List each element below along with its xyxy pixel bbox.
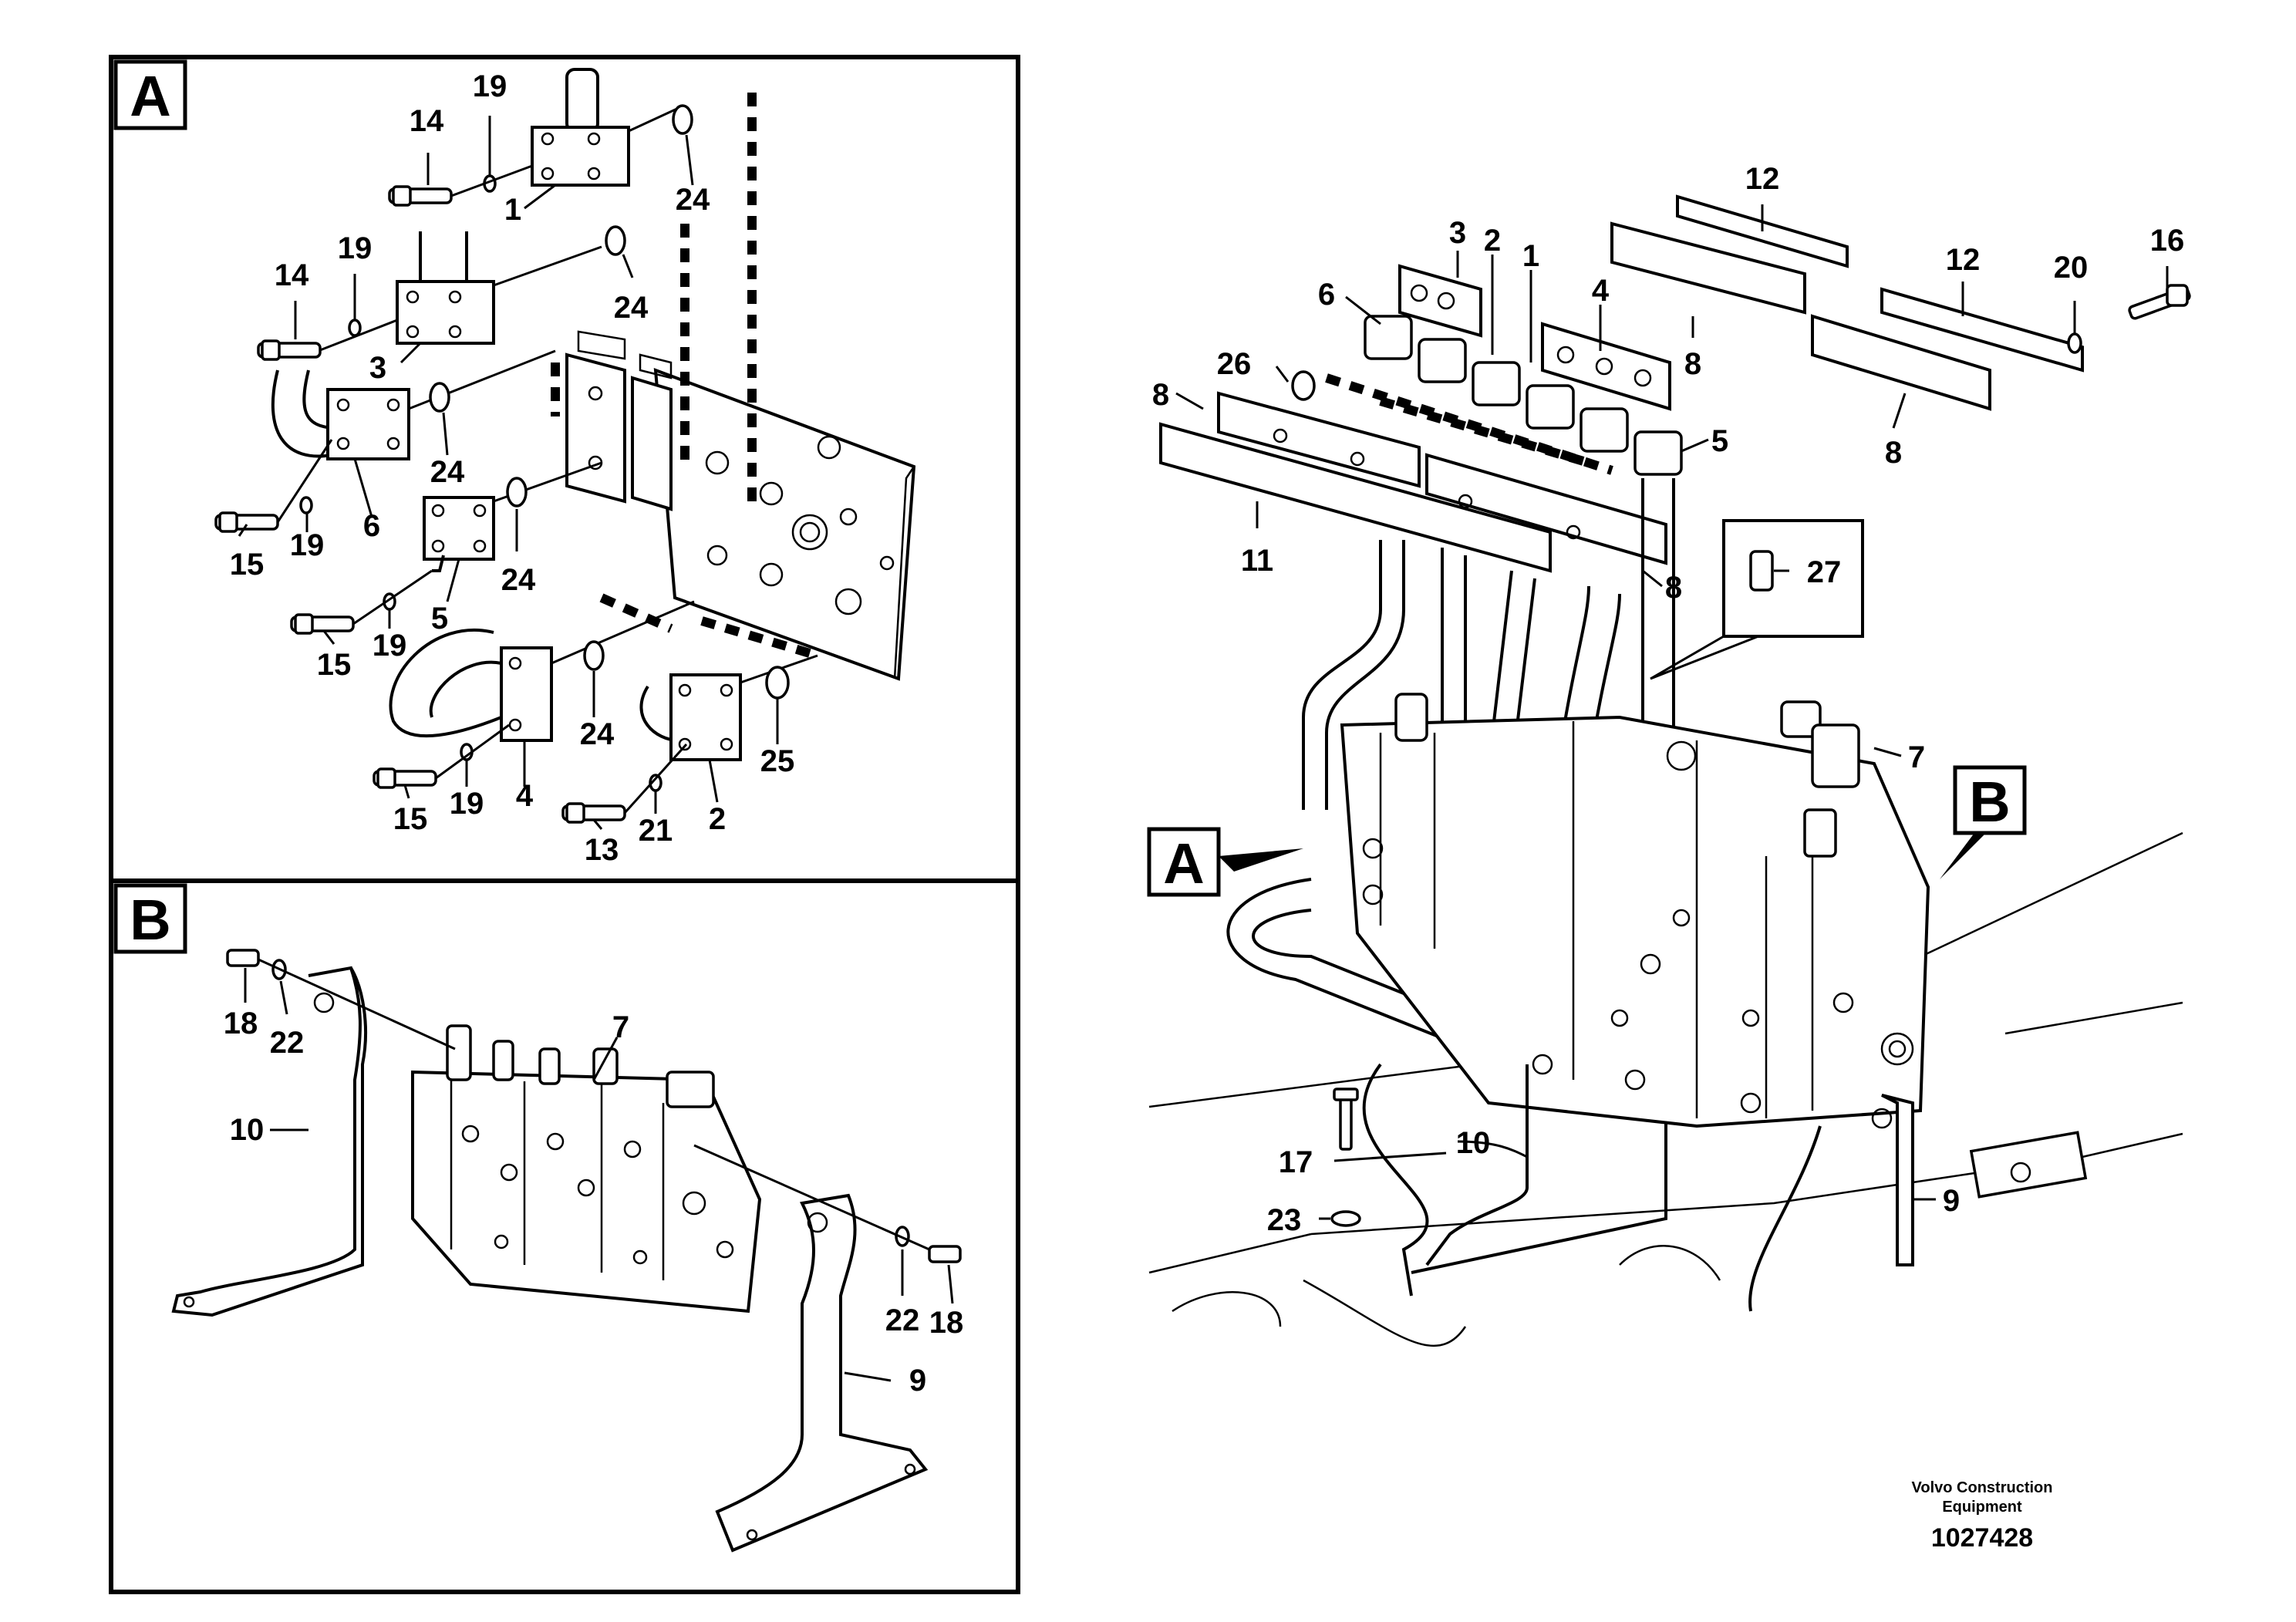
callout-23: 23 bbox=[1267, 1203, 1302, 1237]
brand-line-1: Volvo Construction bbox=[1912, 1479, 2053, 1496]
callout-19: 19 bbox=[338, 231, 373, 265]
flange-4 bbox=[389, 600, 695, 742]
callout-12: 12 bbox=[1946, 243, 1981, 277]
brand-line-2: Equipment bbox=[1942, 1499, 2022, 1516]
callout-20: 20 bbox=[2054, 251, 2089, 285]
flange-6 bbox=[271, 349, 556, 460]
callout-2: 2 bbox=[709, 802, 726, 836]
bracket-10 bbox=[171, 966, 367, 1317]
pointer-box-b: B bbox=[1940, 765, 2027, 879]
callouts-main: 12 12 16 20 3 2 1 4 6 26 8 8 8 5 11 8 27… bbox=[1152, 162, 2184, 1237]
callout-10: 10 bbox=[230, 1113, 265, 1147]
callout-24: 24 bbox=[676, 183, 710, 217]
callout-6: 6 bbox=[1318, 278, 1335, 312]
leaders-main bbox=[1175, 204, 2169, 1220]
main-assembly: A B bbox=[1147, 162, 2191, 1347]
panel-b-letter: B bbox=[130, 888, 170, 952]
callout-1: 1 bbox=[504, 193, 521, 227]
callout-19: 19 bbox=[450, 787, 484, 821]
callout-16: 16 bbox=[2150, 224, 2185, 258]
callout-7: 7 bbox=[612, 1010, 629, 1044]
callouts-panel-b: 18 22 7 10 22 18 9 bbox=[224, 1007, 964, 1398]
callout-19: 19 bbox=[473, 69, 507, 103]
bolt-17-washer-23 bbox=[1330, 1088, 1361, 1227]
control-valve-7 bbox=[411, 1024, 762, 1313]
callout-24: 24 bbox=[430, 455, 465, 489]
callout-4: 4 bbox=[516, 779, 534, 813]
control-valve-7-main bbox=[1340, 693, 1930, 1129]
pointer-box-a: A bbox=[1147, 827, 1303, 897]
detail-box-27 bbox=[1650, 519, 1864, 680]
callout-19: 19 bbox=[290, 528, 325, 562]
callout-8: 8 bbox=[1152, 378, 1169, 412]
bracket-9 bbox=[715, 1193, 929, 1553]
callout-11: 11 bbox=[1241, 544, 1273, 578]
callout-10: 10 bbox=[1456, 1126, 1491, 1160]
callout-21: 21 bbox=[639, 814, 673, 848]
callout-22: 22 bbox=[885, 1303, 920, 1337]
leaders-panel-b bbox=[244, 968, 954, 1382]
pointer-b-letter: B bbox=[1969, 770, 2010, 834]
callout-24: 24 bbox=[580, 717, 615, 751]
callout-24: 24 bbox=[501, 563, 536, 597]
callout-8: 8 bbox=[1665, 571, 1682, 605]
callout-5: 5 bbox=[431, 602, 448, 636]
callout-9: 9 bbox=[1943, 1184, 1960, 1218]
solenoid-fittings bbox=[1291, 315, 1683, 476]
bolts-panel-a bbox=[214, 164, 688, 824]
callout-14: 14 bbox=[410, 104, 444, 138]
flange-1 bbox=[531, 68, 693, 187]
callout-1: 1 bbox=[1522, 239, 1539, 273]
callout-17: 17 bbox=[1279, 1145, 1313, 1179]
gasket-block-1 bbox=[565, 330, 626, 504]
detail-panel-b: B bbox=[109, 878, 1020, 1594]
panel-a-letter: A bbox=[130, 64, 170, 128]
callout-12: 12 bbox=[1745, 162, 1780, 196]
pointer-a-letter: A bbox=[1163, 831, 1204, 895]
callout-27: 27 bbox=[1807, 555, 1842, 589]
callout-3: 3 bbox=[1449, 216, 1466, 250]
callout-5: 5 bbox=[1711, 424, 1728, 458]
callout-14: 14 bbox=[275, 258, 309, 292]
callout-26: 26 bbox=[1217, 347, 1252, 381]
callout-9: 9 bbox=[909, 1364, 926, 1398]
callout-13: 13 bbox=[585, 833, 619, 867]
clamp-bars bbox=[1159, 194, 2084, 573]
leaders-panel-a bbox=[238, 116, 779, 830]
callout-15: 15 bbox=[317, 648, 352, 682]
flange-3 bbox=[396, 225, 626, 345]
callout-8: 8 bbox=[1684, 347, 1701, 381]
callout-4: 4 bbox=[1592, 274, 1610, 308]
callout-18: 18 bbox=[224, 1007, 258, 1040]
flange-2 bbox=[639, 654, 818, 761]
bolt-16-washer-20 bbox=[2067, 284, 2191, 354]
callouts-panel-a: 14 19 1 24 14 19 24 3 24 15 19 6 24 15 1… bbox=[230, 69, 795, 867]
callout-15: 15 bbox=[393, 802, 428, 836]
document-number: 1027428 bbox=[1931, 1523, 2033, 1553]
flange-5 bbox=[423, 461, 602, 572]
detail-panel-a: A bbox=[109, 55, 1020, 883]
fasteners-panel-b bbox=[226, 949, 962, 1263]
callout-24: 24 bbox=[614, 291, 649, 325]
callout-3: 3 bbox=[369, 351, 386, 385]
callout-25: 25 bbox=[760, 744, 795, 778]
callout-22: 22 bbox=[270, 1026, 305, 1060]
callout-8: 8 bbox=[1885, 436, 1902, 470]
plates-3-4 bbox=[1398, 264, 1671, 411]
brackets-main bbox=[1425, 1064, 1914, 1266]
callout-19: 19 bbox=[373, 629, 407, 663]
callout-15: 15 bbox=[230, 548, 265, 582]
valve-plate bbox=[653, 368, 916, 681]
callout-2: 2 bbox=[1484, 224, 1501, 258]
callout-6: 6 bbox=[363, 509, 380, 543]
callout-18: 18 bbox=[929, 1306, 964, 1340]
gasket-block-2 bbox=[631, 353, 673, 511]
callout-7: 7 bbox=[1908, 740, 1925, 774]
branding: Volvo Construction Equipment 1027428 bbox=[1912, 1479, 2053, 1553]
